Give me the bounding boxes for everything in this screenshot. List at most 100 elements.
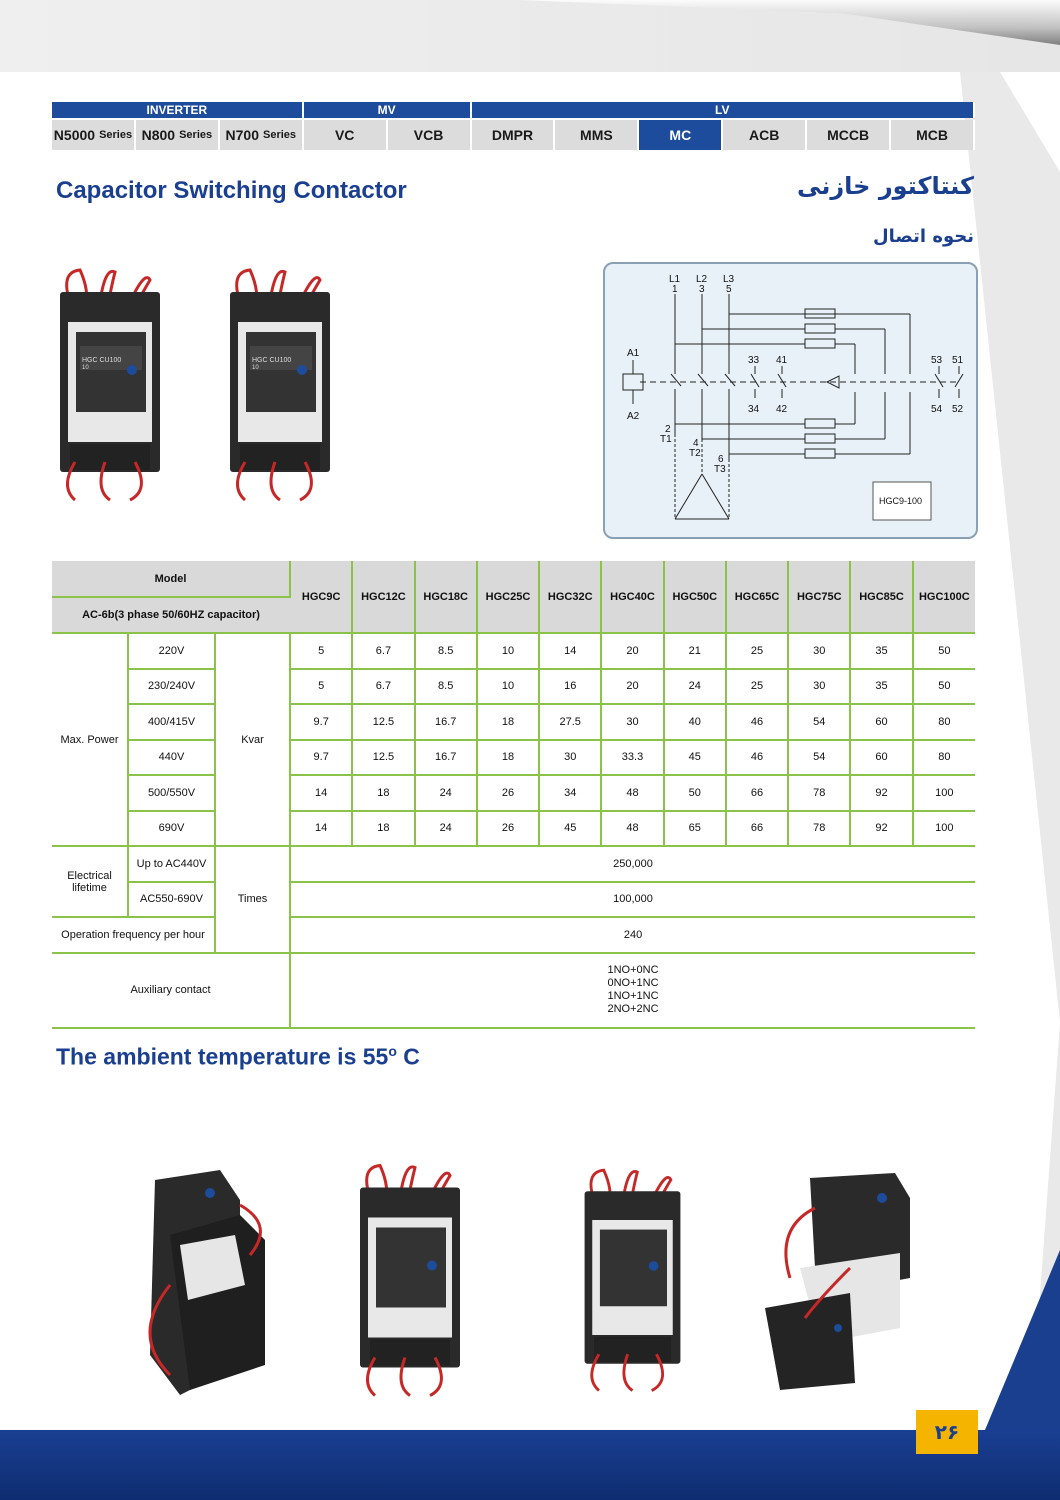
power-value-cell: 35 (850, 668, 914, 705)
kvar-unit-label: Kvar (215, 633, 292, 847)
product-photo-top-left: HGC CU100 10 (60, 268, 160, 502)
power-value-cell: 10 (476, 633, 541, 670)
lifetime-440v-value: 250,000 (290, 846, 975, 883)
power-value-cell: 66 (725, 810, 790, 847)
power-value-cell: 30 (539, 739, 603, 776)
power-value-cell: 26 (476, 775, 541, 812)
nav-tab-vcb[interactable]: VCB (387, 120, 472, 150)
power-value-cell: 45 (663, 739, 727, 776)
power-value-cell: 6.7 (352, 668, 416, 705)
contactor-illustration (60, 268, 160, 502)
power-value-cell: 21 (663, 633, 727, 670)
diagram-label-t1: T1 (660, 434, 672, 445)
power-value-cell: 18 (476, 704, 541, 741)
nav-tab-mc[interactable]: MC (639, 120, 724, 150)
power-value-cell: 65 (663, 810, 727, 847)
nav-group-inverter: INVERTER (52, 102, 304, 118)
model-name-hgc65c: HGC65C (725, 561, 790, 634)
nav-tab-label: MCCB (827, 127, 870, 143)
ac550-690v-label: AC550-690V (128, 881, 216, 918)
power-value-cell: 34 (539, 775, 603, 812)
power-value-cell: 48 (601, 810, 665, 847)
page-title-fa: کنتاکتور خازنی (797, 172, 974, 200)
diagram-label-l3: L3 (723, 274, 735, 285)
power-value-cell: 80 (912, 704, 975, 741)
nav-tab-acb[interactable]: ACB (723, 120, 808, 150)
power-value-cell: 50 (912, 668, 975, 705)
diagram-label-t2: T2 (689, 448, 701, 459)
diagram-label-41: 41 (776, 355, 788, 366)
model-name-hgc40c: HGC40C (601, 561, 665, 634)
ambient-text: The ambient temperature is 55 (56, 1043, 389, 1070)
power-value-cell: 5 (290, 633, 354, 670)
nav-tab-mccb[interactable]: MCCB (807, 120, 892, 150)
power-value-cell: 100 (912, 810, 975, 847)
power-value-cell: 27.5 (539, 704, 603, 741)
model-name-hgc18c: HGC18C (414, 561, 478, 634)
right-blue-decoration (985, 1250, 1060, 1430)
nav-tab-sub-label: Series (99, 129, 133, 141)
times-unit-label: Times (215, 846, 292, 954)
nav-tab-mcb[interactable]: MCB (891, 120, 975, 150)
up-to-ac440v-label: Up to AC440V (128, 846, 216, 883)
diagram-label-6: 6 (718, 454, 724, 465)
max-power-label: Max. Power (52, 633, 129, 847)
power-value-cell: 24 (414, 775, 478, 812)
power-value-cell: 60 (850, 739, 914, 776)
operation-frequency-value: 240 (290, 917, 975, 954)
power-value-cell: 30 (788, 668, 852, 705)
model-name-hgc32c: HGC32C (539, 561, 603, 634)
ac-category-header: AC-6b(3 phase 50/60HZ capacitor) (52, 597, 291, 634)
diagram-label-3: 3 (699, 284, 705, 295)
nav-tab-vc[interactable]: VC (303, 120, 388, 150)
diagram-label-54: 54 (931, 404, 943, 415)
power-value-cell: 46 (725, 704, 790, 741)
product-photo-top-right: HGC CU100 10 (230, 268, 330, 502)
power-value-cell: 92 (850, 775, 914, 812)
wiring-diagram: L1 1 L2 3 L3 5 A1 A2 33 41 34 42 53 51 5… (603, 262, 978, 539)
product-brand-label: HGC CU100 (252, 357, 291, 364)
power-value-cell: 50 (912, 633, 975, 670)
product-sub-label: 10 (252, 365, 259, 371)
power-value-cell: 18 (476, 739, 541, 776)
product-brand-label: HGC CU100 (82, 357, 121, 364)
model-name-hgc25c: HGC25C (476, 561, 541, 634)
nav-tab-dmpr[interactable]: DMPR (471, 120, 556, 150)
power-value-cell: 80 (912, 739, 975, 776)
power-value-cell: 25 (725, 633, 790, 670)
nav-tab-label: ACB (749, 127, 780, 143)
power-value-cell: 48 (601, 775, 665, 812)
nav-group-lv: LV (471, 102, 975, 118)
diagram-label-42: 42 (776, 404, 788, 415)
ambient-temperature-note: The ambient temperature is 55o C (56, 1043, 420, 1071)
voltage-label: 440V (128, 739, 216, 776)
model-name-hgc100c: HGC100C (912, 561, 975, 634)
diagram-label-51: 51 (952, 355, 964, 366)
ambient-degree: o (388, 1043, 397, 1059)
bottom-band (0, 1430, 1060, 1500)
diagram-label-a1: A1 (627, 348, 640, 359)
power-value-cell: 26 (476, 810, 541, 847)
product-photo-bottom-1 (148, 1170, 265, 1395)
diagram-label-52: 52 (952, 404, 964, 415)
page-title-en: Capacitor Switching Contactor (56, 177, 407, 204)
diagram-label-l2: L2 (696, 274, 708, 285)
nav-tab-label: N5000 (53, 127, 96, 143)
power-value-cell: 20 (601, 668, 665, 705)
power-value-cell: 14 (539, 633, 603, 670)
nav-tab-mms[interactable]: MMS (555, 120, 640, 150)
diagram-label-t3: T3 (714, 464, 726, 475)
power-value-cell: 12.5 (352, 739, 416, 776)
voltage-label: 220V (128, 633, 216, 670)
auxiliary-contact-option: 0NO+1NC (607, 977, 659, 989)
diagram-label-4: 4 (693, 438, 699, 449)
model-name-hgc75c: HGC75C (788, 561, 852, 634)
diagram-label-53: 53 (931, 355, 943, 366)
diagram-label-5: 5 (726, 284, 732, 295)
power-value-cell: 20 (601, 633, 665, 670)
diagram-label-l1: L1 (669, 274, 681, 285)
